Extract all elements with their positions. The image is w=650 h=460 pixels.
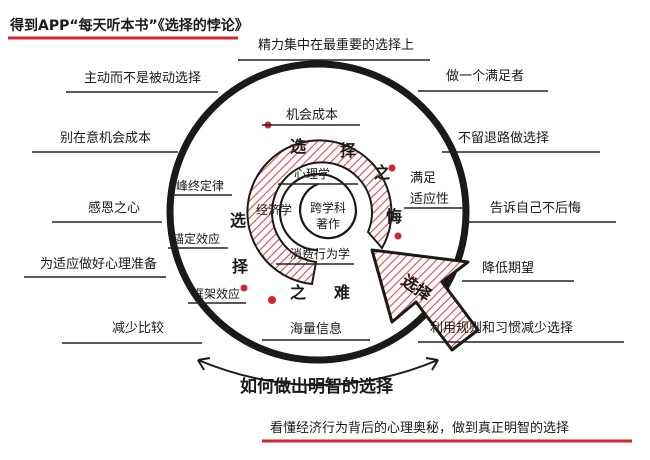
right-item: 做一个满足者 xyxy=(446,69,524,84)
label-opportunity-cost: 机会成本 xyxy=(286,108,338,123)
center-psychology: 心理学 xyxy=(294,166,330,181)
ring-dot xyxy=(240,284,248,292)
page-title: 得到APP“每天听本书”《选择的悖论》 xyxy=(9,17,249,34)
outer-circle xyxy=(166,60,470,364)
label-massive-info: 海量信息 xyxy=(290,321,342,337)
label-satisfaction: 满足 xyxy=(410,171,436,186)
arrow: 选择 xyxy=(370,248,480,352)
left-item: 感恩之心 xyxy=(88,200,140,216)
ring-char: 选 xyxy=(290,137,306,156)
center-economics: 经济学 xyxy=(256,202,292,217)
ring-char: 择 xyxy=(340,141,357,160)
bottom-arrow xyxy=(197,359,439,386)
center-overlap: 著作 xyxy=(316,217,340,231)
center-behavioral: 消费行为学 xyxy=(290,246,350,261)
label-anchoring: 锚定效应 xyxy=(172,231,220,246)
right-item: 利用规则和习惯减少选择 xyxy=(430,320,573,336)
ring-dot xyxy=(388,164,396,172)
summary: 看懂经济行为背后的心理奥秘，做到真正明智的选择 xyxy=(270,420,569,436)
left-item: 为适应做好心理准备 xyxy=(40,256,157,272)
right-item: 告诉自己不后悔 xyxy=(490,201,581,216)
right-item: 降低期望 xyxy=(482,260,534,276)
ring-char: 之 xyxy=(290,283,306,302)
ring-start-dot xyxy=(268,296,276,304)
hatched-ring xyxy=(246,139,393,286)
center-overlap: 跨学科 xyxy=(310,200,346,215)
ring-char: 选 xyxy=(230,211,246,230)
bottom-title: 如何做出明智的选择 xyxy=(240,376,394,397)
ring-char: 择 xyxy=(232,257,249,276)
label-peak-end: 峰终定律 xyxy=(176,178,224,193)
left-item: 减少比较 xyxy=(112,321,164,336)
left-item: 别在意机会成本 xyxy=(60,130,151,146)
inner-spiral xyxy=(278,172,358,252)
bottom-arrow-head-right xyxy=(425,357,439,371)
bottom-arrow-head-left xyxy=(197,357,211,371)
top-topic: 精力集中在最重要的选择上 xyxy=(258,37,414,53)
ring-char: 悔 xyxy=(386,207,402,226)
ring-dot xyxy=(394,232,402,240)
left-item: 主动而不是被动选择 xyxy=(84,71,201,86)
label-framing: 框架效应 xyxy=(192,286,240,301)
label-adaptability: 适应性 xyxy=(410,191,449,207)
ring-char: 难 xyxy=(333,283,350,302)
ring-char: 之 xyxy=(374,163,390,182)
right-item: 不留退路做选择 xyxy=(458,130,549,146)
